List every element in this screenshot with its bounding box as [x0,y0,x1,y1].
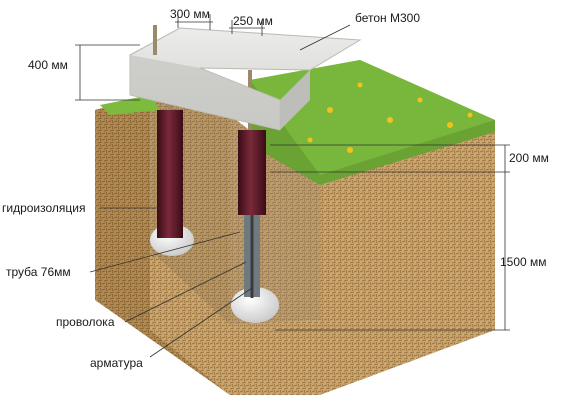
soil-right-face [320,130,495,395]
dim-pile-depth: 1500 мм [500,255,547,269]
label-rebar: арматура [90,356,143,370]
pile-left [150,60,194,256]
pipe-right [238,130,266,215]
dim-beam-height: 400 мм [28,58,68,72]
pipe-left [157,110,183,238]
dimension-lines [75,14,510,358]
label-wire: проволока [56,315,115,329]
pile-right [231,70,279,323]
label-waterproofing: гидроизоляция [2,201,85,215]
dim-grillage-gap: 200 мм [509,151,549,165]
dim-beam-width: 300 мм [170,7,210,21]
dim-pile-spacing: 250 мм [233,14,273,28]
soil-step-face [150,250,230,395]
label-concrete: бетон М300 [355,11,420,25]
pile-base-right [231,287,279,323]
soil-bottom-face [230,320,320,395]
concrete-beam [129,25,362,131]
label-pipe: труба 76мм [6,265,71,279]
